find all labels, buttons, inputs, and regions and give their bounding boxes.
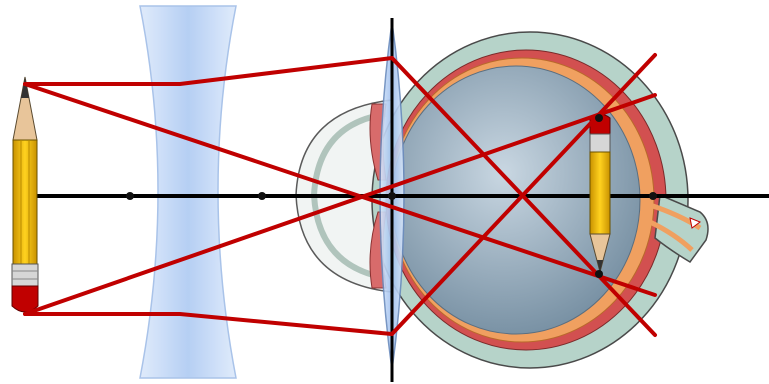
image-bottom-point	[595, 270, 603, 278]
retina-focal-point	[649, 192, 657, 200]
object-pencil	[12, 77, 38, 312]
diverging-lens	[140, 6, 236, 378]
image-top-point	[595, 114, 603, 122]
focal-point-1	[126, 192, 134, 200]
focal-point-2	[258, 192, 266, 200]
lens-center-point	[388, 192, 396, 200]
